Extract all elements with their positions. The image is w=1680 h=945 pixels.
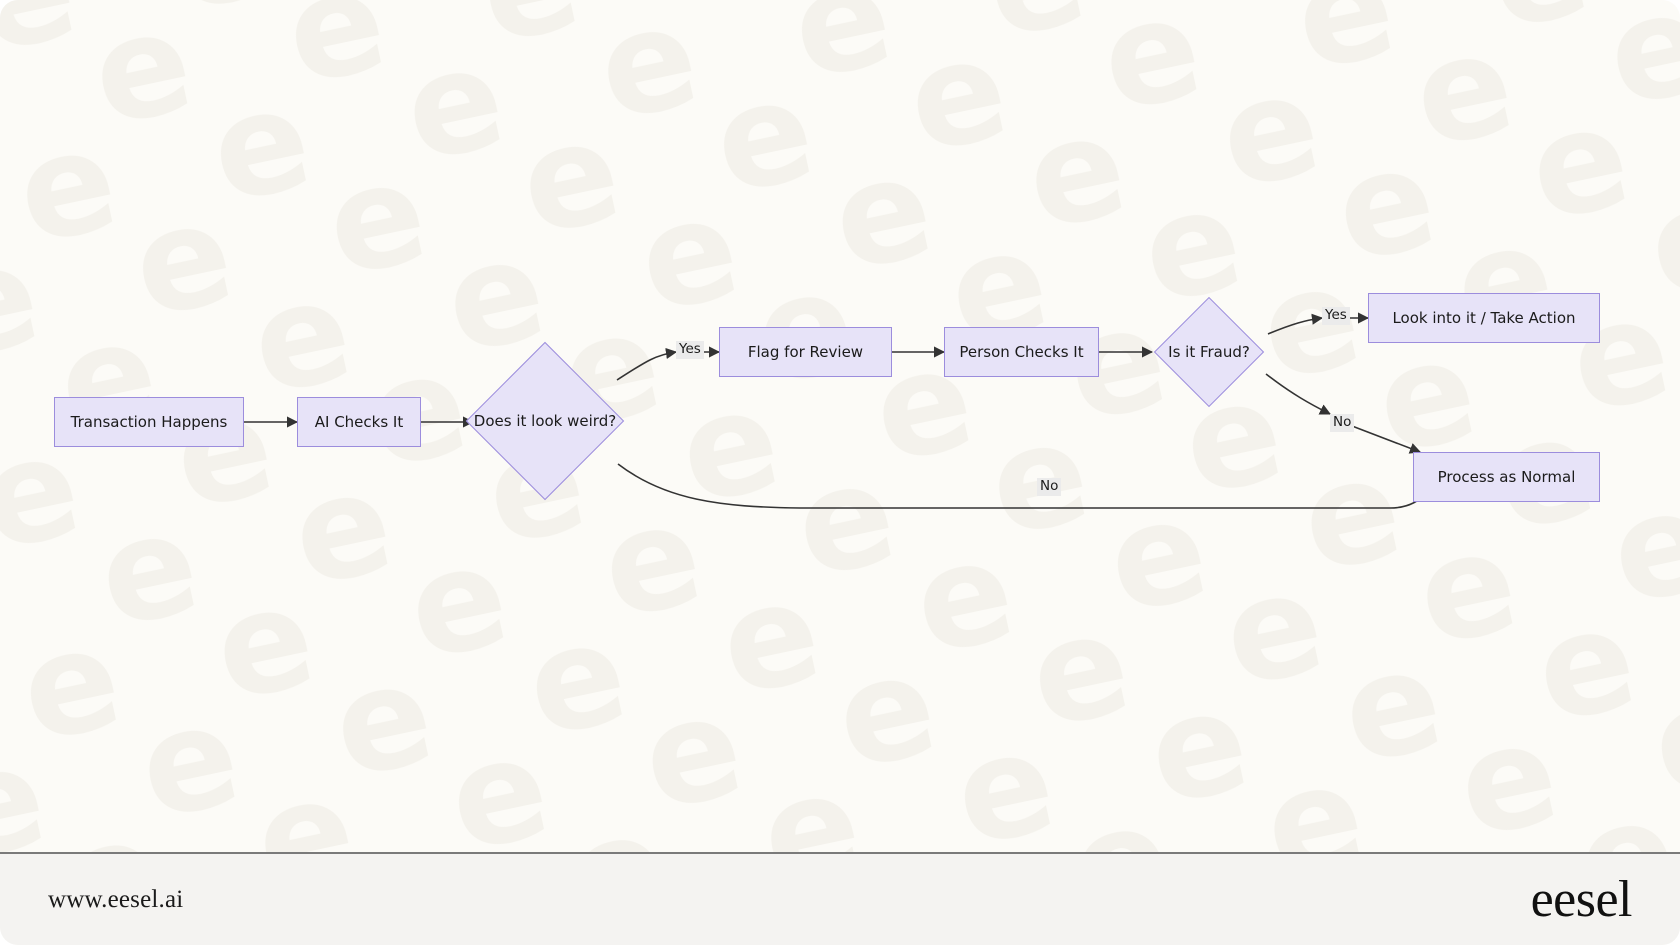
edge-fraud-no-a <box>1265 373 1332 415</box>
node-person-checks-it[interactable]: Person Checks It <box>944 327 1099 377</box>
node-look-into-it-take-action[interactable]: Look into it / Take Action <box>1368 293 1600 343</box>
eesel-watermark: e e <box>0 0 1680 852</box>
node-label: Flag for Review <box>747 343 864 361</box>
node-does-it-look-weird[interactable]: Does it look weird? <box>465 341 625 501</box>
edge-label-fraud-no: No <box>1330 414 1355 432</box>
flowchart-canvas[interactable]: e e <box>0 0 1680 852</box>
node-label: Person Checks It <box>959 343 1084 361</box>
edge-weird-no <box>617 463 1431 509</box>
flowchart-edges <box>244 312 1431 509</box>
edge-label-weird-no: No <box>1037 478 1062 496</box>
edge-label-weird-yes: Yes <box>676 341 704 359</box>
node-ai-checks-it[interactable]: AI Checks It <box>297 397 421 447</box>
footer-divider <box>0 852 1680 854</box>
footer-bar: www.eesel.ai eesel <box>0 854 1680 945</box>
footer-website-url[interactable]: www.eesel.ai <box>48 885 184 913</box>
eesel-logo: eesel <box>1530 870 1633 928</box>
edge-fraud-no <box>1351 425 1422 454</box>
node-label: Look into it / Take Action <box>1392 309 1576 327</box>
edge-fraud-yes <box>1267 313 1324 335</box>
node-label: Does it look weird? <box>473 412 617 430</box>
node-label: Process as Normal <box>1437 468 1576 486</box>
edge-weird-yes <box>616 347 678 381</box>
node-label: Transaction Happens <box>70 413 228 431</box>
edge-label-fraud-yes: Yes <box>1322 307 1350 325</box>
node-label: Is it Fraud? <box>1168 343 1250 361</box>
node-flag-for-review[interactable]: Flag for Review <box>719 327 892 377</box>
node-is-it-fraud[interactable]: Is it Fraud? <box>1153 296 1265 408</box>
node-label: AI Checks It <box>314 413 404 431</box>
node-transaction-happens[interactable]: Transaction Happens <box>54 397 244 447</box>
node-process-as-normal[interactable]: Process as Normal <box>1413 452 1600 502</box>
